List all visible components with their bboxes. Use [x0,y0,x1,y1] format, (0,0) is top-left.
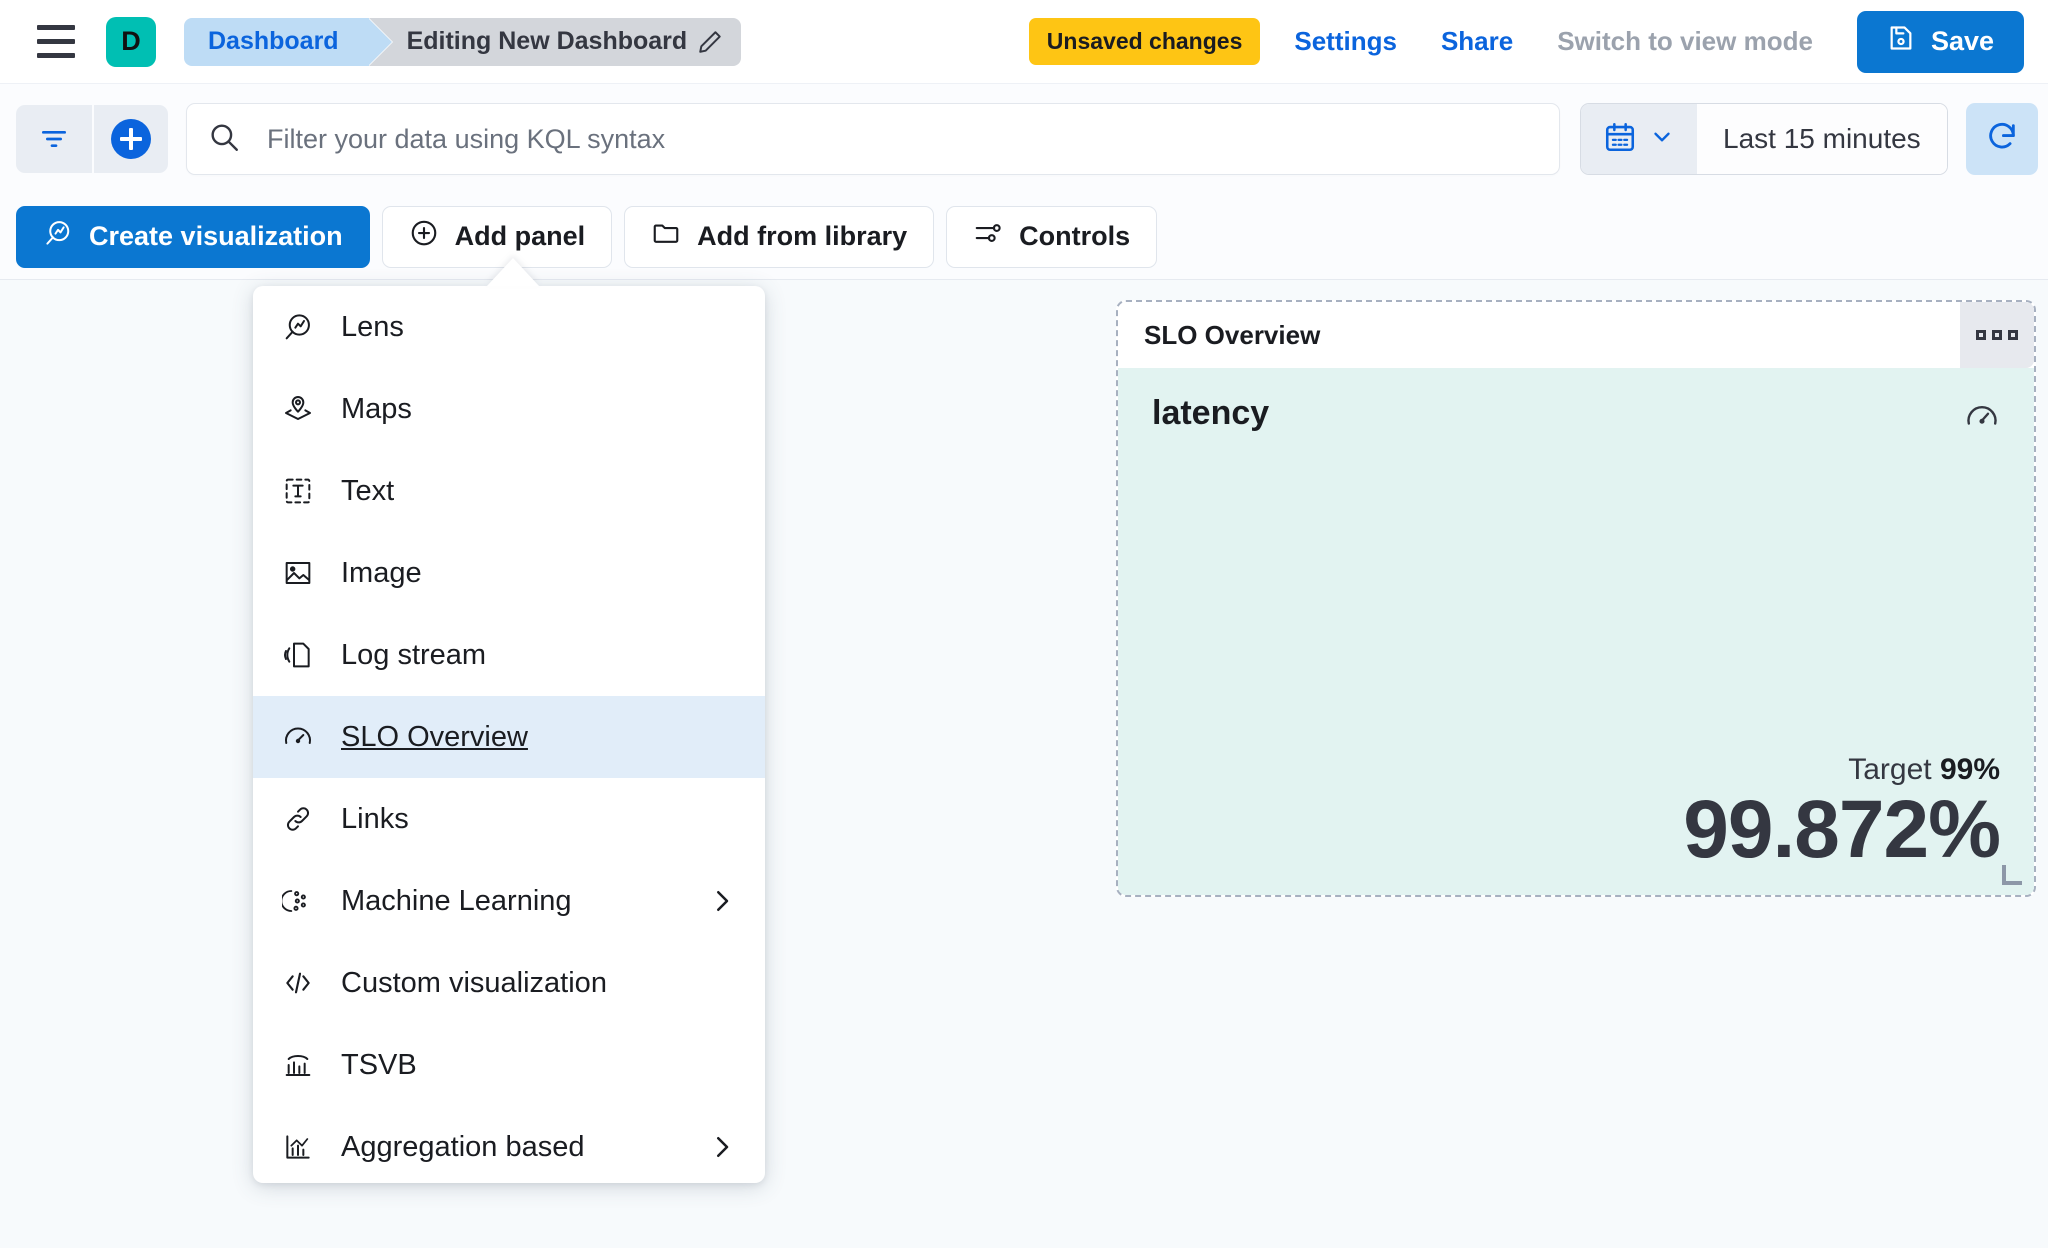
panel-title: SLO Overview [1144,319,1321,350]
machine-learning-icon [281,884,315,918]
gauge-icon [1964,398,2000,439]
menu-item-label: Custom visualization [341,966,607,999]
refresh-icon [1985,120,2019,159]
top-navigation-bar: D Dashboard Editing New Dashboard Unsave… [0,0,2048,84]
chevron-right-icon [707,886,737,916]
popover-arrow [487,258,539,286]
settings-link[interactable]: Settings [1294,26,1397,56]
filter-icon[interactable] [16,105,92,173]
breadcrumb-current-label: Editing New Dashboard [406,27,688,55]
panel-body: latency Target 99% 99.872% [1118,368,2034,895]
breadcrumb-item-dashboard[interactable]: Dashboard [184,17,392,66]
add-panel-menu: Lens Maps Text Image [253,286,765,1183]
menu-item-text[interactable]: Text [253,450,765,532]
avatar-letter: D [121,26,141,56]
save-disk-icon [1887,24,1915,59]
status-badge-unsaved[interactable]: Unsaved changes [1028,18,1261,65]
calendar-quick-select-button[interactable] [1581,104,1697,174]
add-filter-button[interactable] [92,105,168,173]
date-range-picker: Last 15 minutes [1580,103,1948,175]
calendar-icon [1603,120,1637,159]
topbar-actions: Unsaved changes Settings Share Switch to… [1028,10,2048,73]
controls-button[interactable]: Controls [946,205,1158,268]
menu-item-label: Image [341,556,422,589]
search-input-placeholder: Filter your data using KQL syntax [267,123,666,154]
avatar[interactable]: D [106,16,156,67]
pencil-icon[interactable] [697,29,723,55]
image-icon [281,556,315,590]
plus-circle-icon [111,119,151,159]
breadcrumb: Dashboard Editing New Dashboard [184,17,742,66]
link-chain-icon [281,802,315,836]
map-marker-layers-icon [281,392,315,426]
menu-item-label: Lens [341,310,404,343]
controls-sliders-icon [973,218,1003,255]
add-panel-label: Add panel [454,221,586,251]
breadcrumb-parent-label: Dashboard [208,27,339,55]
slo-metric-name: latency [1152,394,1270,432]
filter-controls-group [16,105,168,173]
gauge-icon [281,720,315,754]
panel-header: SLO Overview [1118,302,2034,368]
create-visualization-button[interactable]: Create visualization [16,205,370,268]
text-box-icon [281,474,315,508]
plus-circle-outline-icon [409,218,439,255]
menu-item-label: Log stream [341,638,487,671]
menu-item-label: Machine Learning [341,884,572,917]
slo-overview-panel[interactable]: SLO Overview latency Target 99% 99.872% [1116,300,2036,897]
menu-item-links[interactable]: Links [253,778,765,860]
menu-item-machine-learning[interactable]: Machine Learning [253,860,765,942]
slo-target: Target 99% [1152,753,2000,787]
switch-to-view-mode-link[interactable]: Switch to view mode [1557,26,1813,56]
add-panel-button[interactable]: Add panel [381,205,613,268]
menu-item-log-stream[interactable]: Log stream [253,614,765,696]
folder-icon [651,218,681,255]
add-from-library-label: Add from library [697,221,908,251]
chevron-down-icon [1649,124,1675,155]
menu-item-maps[interactable]: Maps [253,368,765,450]
menu-item-label: Text [341,474,395,507]
menu-item-custom-visualization[interactable]: Custom visualization [253,942,765,1024]
breadcrumb-item-current[interactable]: Editing New Dashboard [368,17,742,66]
controls-label: Controls [1019,221,1131,251]
save-button[interactable]: Save [1856,10,2024,73]
menu-item-image[interactable]: Image [253,532,765,614]
time-range-label[interactable]: Last 15 minutes [1697,104,1947,174]
menu-item-label: TSVB [341,1048,417,1081]
code-brackets-icon [281,966,315,1000]
menu-item-slo-overview[interactable]: SLO Overview [253,696,765,778]
share-link[interactable]: Share [1440,26,1514,56]
create-visualization-label: Create visualization [89,221,343,251]
aggregation-chart-icon [281,1130,315,1164]
query-bar-row: Filter your data using KQL syntax Last 1… [0,84,2048,194]
chevron-right-icon [707,1132,737,1162]
menu-item-label: Links [341,802,409,835]
menu-item-label: Aggregation based [341,1130,585,1163]
menu-item-lens[interactable]: Lens [253,286,765,368]
tsvb-bar-chart-icon [281,1048,315,1082]
panel-context-menu-icon[interactable] [1960,302,2034,368]
menu-item-label: SLO Overview [341,720,528,753]
slo-target-label: Target [1848,753,1932,786]
lens-icon [281,310,315,344]
log-stream-icon [281,638,315,672]
lens-icon [43,218,73,255]
menu-item-label: Maps [341,392,412,425]
dashboard-edit-toolbar: Create visualization Add panel Add from … [0,194,2048,280]
search-input[interactable]: Filter your data using KQL syntax [186,103,1560,175]
save-button-label: Save [1930,26,1994,56]
refresh-button[interactable] [1965,103,2038,175]
add-from-library-button[interactable]: Add from library [624,205,935,268]
slo-current-value: 99.872% [1683,784,2001,875]
resize-handle[interactable] [2002,865,2022,885]
menu-item-aggregation-based[interactable]: Aggregation based [253,1106,765,1183]
slo-target-value: 99% [1939,753,2000,786]
search-icon [207,120,241,159]
menu-item-tsvb[interactable]: TSVB [253,1024,765,1106]
hamburger-menu-icon[interactable] [28,14,84,70]
